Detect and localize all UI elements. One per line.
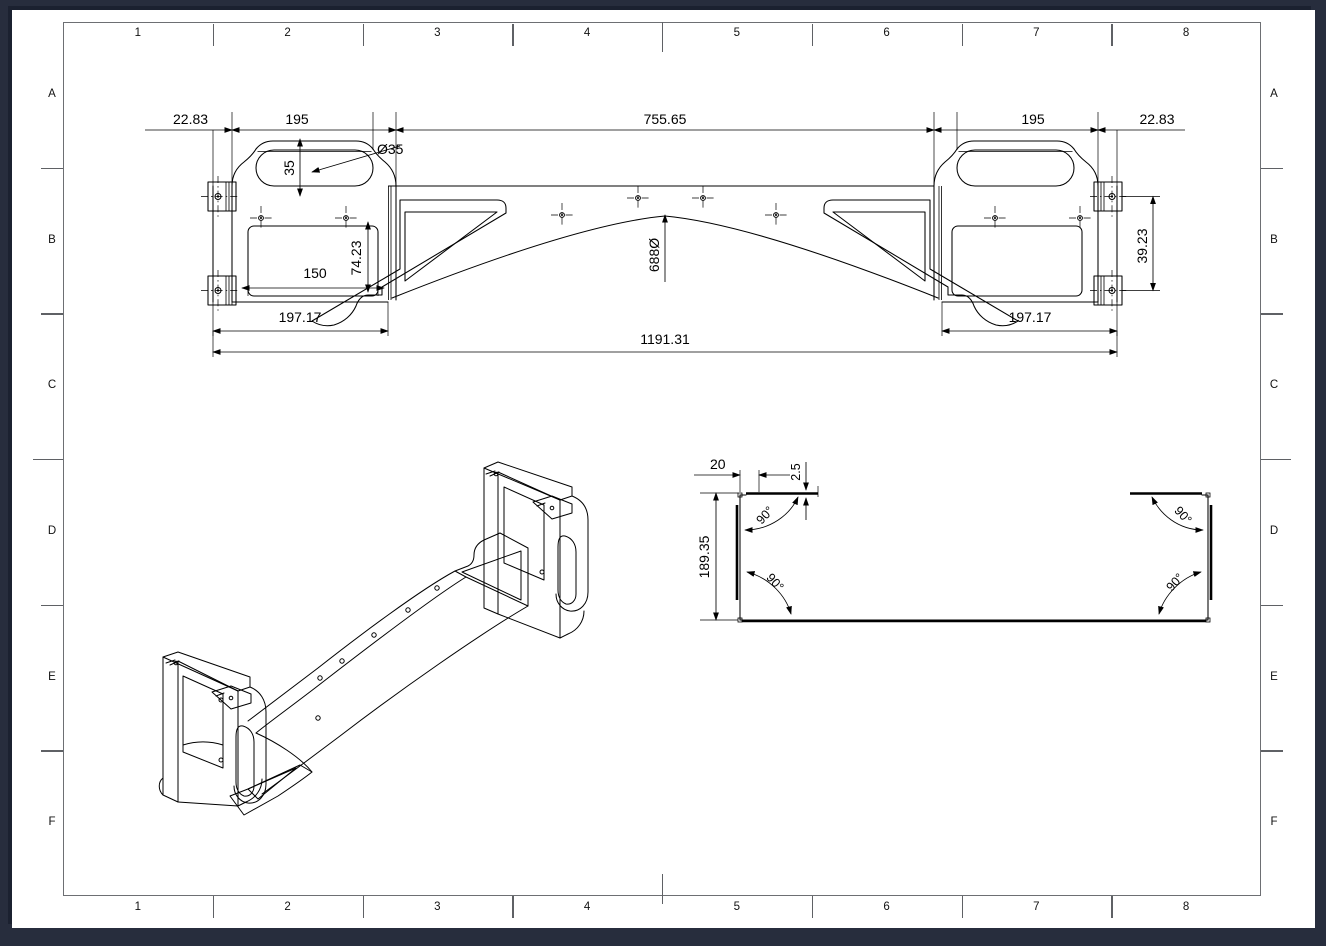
- zone-col-tick-top-2: [362, 24, 364, 46]
- zone-row-tick-right-5: [1261, 750, 1283, 752]
- zone-col-tick-bottom-1: [212, 896, 215, 918]
- zone-col-bottom-7: 7: [1033, 901, 1040, 913]
- zone-col-bottom-5: 5: [733, 901, 741, 913]
- zone-col-top-7: 7: [1033, 27, 1040, 39]
- zone-col-top-5: 5: [733, 27, 741, 39]
- dim-angle-2: 90°: [763, 571, 786, 594]
- zone-col-bottom-1: 1: [134, 901, 142, 913]
- zone-col-bottom-6: 6: [883, 901, 890, 913]
- dim-right-bracket-width: 197.17: [1009, 309, 1052, 325]
- dim-overall-width: 1191.31: [640, 331, 690, 347]
- zone-row-tick-left-1: [41, 167, 63, 170]
- zone-row-right-C: C: [1269, 379, 1279, 392]
- zone-col-tick-top-7: [1111, 24, 1113, 46]
- dim-flange-width: 20: [710, 456, 726, 472]
- zone-col-tick-top-6: [961, 24, 963, 46]
- zone-row-left-B: B: [48, 233, 56, 246]
- zone-row-left-E: E: [48, 670, 56, 683]
- section-view-dimensions: 20 2.5 189.35 90° 90° 90° 90°: [694, 456, 1204, 621]
- zone-col-top-4: 4: [583, 27, 591, 39]
- dim-right-edge-offset: 22.83: [1139, 111, 1174, 127]
- zone-row-right-F: F: [1270, 816, 1278, 829]
- zone-col-tick-bottom-2: [362, 896, 364, 918]
- zone-col-top-3: 3: [434, 27, 441, 39]
- dim-right-slot-width: 195: [1021, 111, 1045, 127]
- zone-row-tick-right-3: [1261, 459, 1291, 461]
- dim-angle-3: 90°: [1171, 504, 1194, 527]
- left-mount-tab-lower: [201, 270, 240, 311]
- left-mount-tab-upper: [201, 176, 240, 217]
- zone-row-right-D: D: [1269, 524, 1279, 537]
- zone-col-top-1: 1: [134, 27, 142, 39]
- zone-col-tick-top-3: [512, 24, 514, 46]
- zone-col-bottom-2: 2: [284, 901, 291, 913]
- isometric-view-geometry: [158, 461, 589, 816]
- dim-angle-4: 90°: [1164, 571, 1187, 594]
- zone-col-tick-bottom-4: [662, 874, 664, 904]
- front-view-dimensions: 22.83 195 755.65 195 22.83 35 Ø35 150: [145, 111, 1185, 357]
- right-panel-hole-marks: [984, 206, 1091, 230]
- zone-col-top-2: 2: [284, 27, 291, 39]
- dim-bracket-hole-spacing: 39.23: [1134, 228, 1150, 263]
- dim-window-height: 74.23: [348, 240, 364, 275]
- zone-col-tick-bottom-3: [512, 896, 514, 918]
- dim-left-bracket-width: 197.17: [279, 309, 322, 325]
- dim-slot-height: 35: [281, 160, 297, 176]
- zone-row-right-E: E: [1270, 670, 1278, 683]
- zone-row-tick-left-3: [33, 459, 63, 461]
- left-panel-hole-marks: [250, 206, 357, 230]
- zone-col-tick-bottom-7: [1111, 896, 1113, 918]
- dim-thickness: 2.5: [789, 463, 803, 480]
- zone-row-tick-left-4: [41, 604, 63, 607]
- zone-row-tick-right-2: [1261, 313, 1283, 315]
- zone-row-right-A: A: [1270, 87, 1278, 100]
- zone-row-left-D: D: [47, 524, 57, 537]
- dim-section-height: 189.35: [696, 535, 712, 578]
- zone-col-tick-top-1: [212, 24, 215, 46]
- dim-slot-diameter: Ø35: [377, 141, 404, 157]
- zone-col-tick-top-5: [811, 24, 814, 46]
- dim-left-slot-width: 195: [285, 111, 309, 127]
- dim-center-span: 755.65: [644, 111, 687, 127]
- zone-row-right-B: B: [1270, 233, 1278, 246]
- zone-col-top-8: 8: [1182, 27, 1190, 39]
- zone-col-tick-bottom-5: [811, 896, 814, 918]
- front-view-geometry: [201, 140, 1129, 327]
- zone-col-tick-top-4: [662, 22, 664, 52]
- dim-arch-diameter: 688Ø: [646, 238, 662, 272]
- zone-col-top-6: 6: [883, 27, 890, 39]
- section-view-geometry: [735, 492, 1213, 623]
- span-hole-marks: [551, 186, 787, 227]
- zone-row-left-A: A: [48, 87, 56, 100]
- dim-left-edge-offset: 22.83: [173, 111, 208, 127]
- zone-row-left-C: C: [47, 379, 57, 392]
- zone-col-bottom-3: 3: [434, 901, 441, 913]
- dim-window-width: 150: [303, 265, 327, 281]
- zone-col-bottom-4: 4: [583, 901, 591, 913]
- zone-row-tick-left-2: [41, 313, 63, 315]
- zone-row-left-F: F: [48, 816, 56, 829]
- zone-col-bottom-8: 8: [1182, 901, 1190, 913]
- zone-col-tick-bottom-6: [961, 896, 963, 918]
- zone-row-tick-right-1: [1261, 167, 1283, 170]
- zone-row-tick-left-5: [41, 750, 63, 752]
- zone-row-tick-right-4: [1261, 604, 1283, 607]
